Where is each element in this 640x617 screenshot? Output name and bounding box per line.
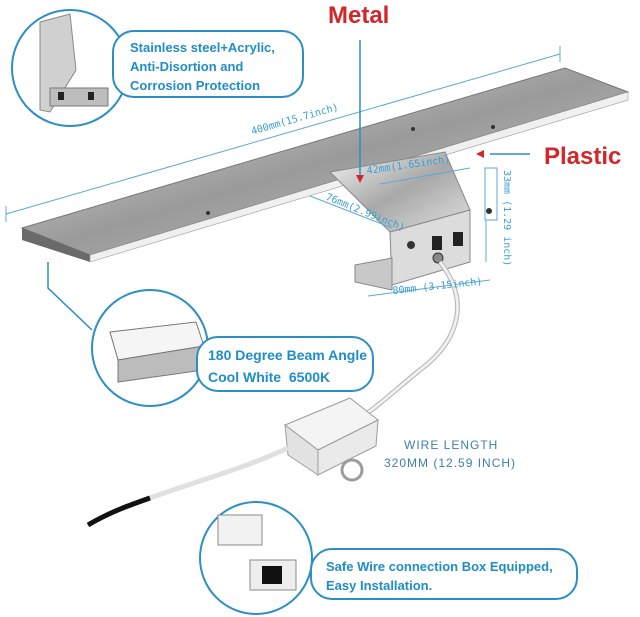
- wire-length-value: 320MM (12.59 INCH): [384, 456, 517, 470]
- connection-box-line-1: Safe Wire connection Box Equipped,: [326, 559, 553, 574]
- mounting-bracket: [328, 151, 498, 291]
- beam-angle-text: 180 Degree Beam Angle: [208, 347, 367, 363]
- magnifier-beam-profile: [91, 289, 209, 407]
- color-temp-label: Cool White: [208, 369, 282, 385]
- height-dimension-label: 33mm (1.29 inch): [501, 170, 512, 267]
- callout-connectors: [359, 40, 530, 180]
- magnifier-connector-box: [199, 501, 313, 615]
- material-line-2: Anti-Disortion and: [130, 59, 244, 74]
- wire-length-title: WIRE LENGTH: [404, 438, 499, 452]
- plastic-label: Plastic: [544, 143, 622, 170]
- material-callout: Stainless steel+Acrylic, Anti-Disortion …: [112, 30, 304, 98]
- metal-label: Metal: [328, 2, 390, 29]
- bracket-dimension-lines: [309, 167, 491, 297]
- connection-box-line-2: Easy Installation.: [326, 578, 433, 593]
- junction-box: [284, 397, 379, 482]
- material-line-3: Corrosion Protection: [130, 78, 261, 93]
- beam-angle-callout: 180 Degree Beam Angle Cool White 6500K: [196, 336, 374, 392]
- color-temp-value: 6500K: [288, 369, 331, 385]
- length-dimension-line: [5, 46, 561, 222]
- magnifier-material: [11, 9, 129, 127]
- connection-box-callout: Safe Wire connection Box Equipped, Easy …: [310, 548, 578, 600]
- material-line-1: Stainless steel+Acrylic,: [130, 40, 275, 55]
